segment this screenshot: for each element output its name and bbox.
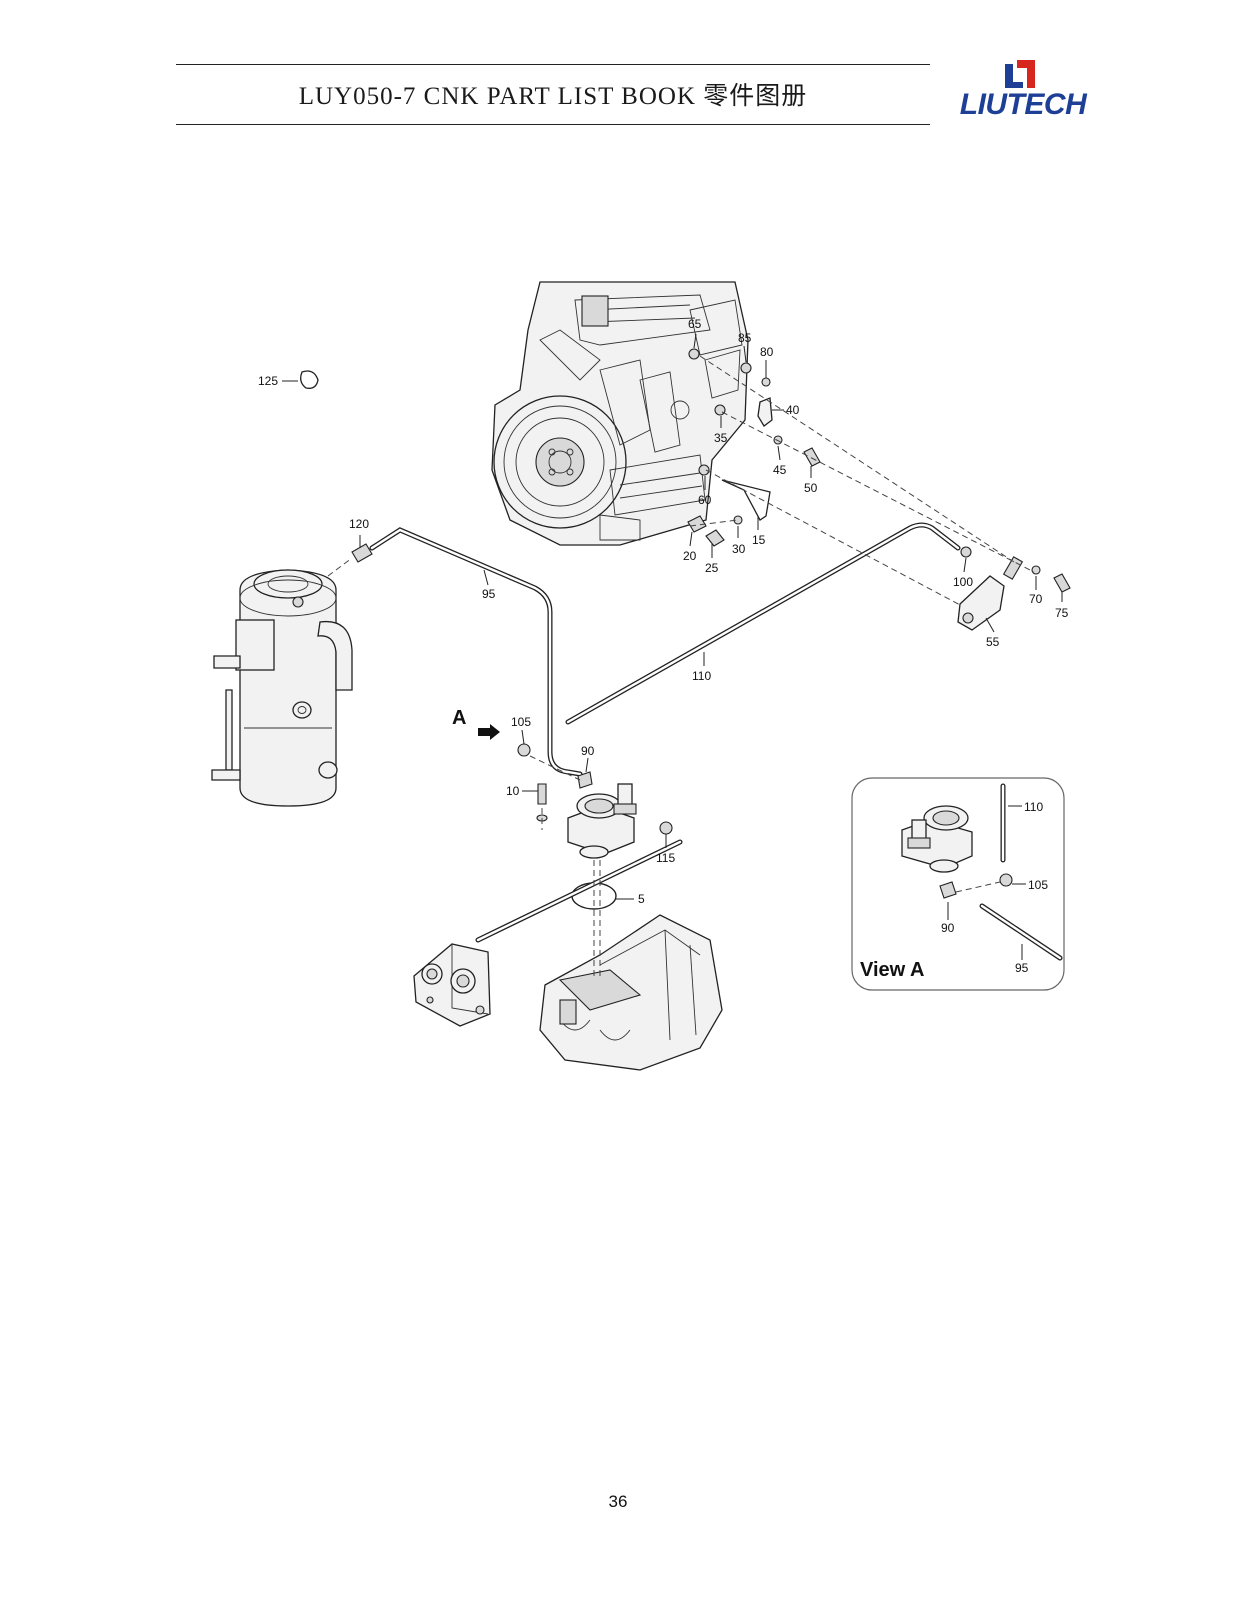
actuator-part — [957, 556, 1024, 631]
callout-55: 55 — [986, 635, 1000, 649]
logo-mark-icon — [1005, 60, 1035, 88]
callout-100: 100 — [953, 575, 973, 589]
callout-95: 95 — [482, 587, 496, 601]
callout-50: 50 — [804, 481, 818, 495]
callout-25: 25 — [705, 561, 719, 575]
callout-30: 30 — [732, 542, 746, 556]
callout-85: 85 — [738, 331, 752, 345]
callout-leader-lines — [282, 333, 1063, 900]
view-a-callout-95: 95 — [1015, 961, 1029, 975]
gauge-panel — [413, 943, 491, 1027]
header-top-rule — [176, 64, 930, 65]
logo-wordmark: LIUTECH — [959, 88, 1087, 121]
engine-illustration — [491, 281, 749, 546]
callout-115: 115 — [656, 851, 675, 865]
pipe-95 — [369, 527, 583, 777]
view-a-callout-110: 110 — [1024, 800, 1043, 814]
liutech-logo: LIUTECH — [948, 58, 1098, 128]
callout-35: 35 — [714, 431, 728, 445]
callout-60: 60 — [698, 493, 712, 507]
assembly-guide-lines — [327, 355, 1035, 980]
callout-20: 20 — [683, 549, 697, 563]
callout-10: 10 — [506, 784, 520, 798]
page-number: 36 — [608, 1492, 628, 1511]
header-bottom-rule — [176, 124, 930, 125]
view-a-callout-90: 90 — [941, 921, 955, 935]
callout-105: 105 — [511, 715, 531, 729]
callout-45: 45 — [773, 463, 787, 477]
callout-labels: 125 120 95 65 85 80 40 35 45 50 60 15 20… — [258, 317, 1069, 906]
callout-120: 120 — [349, 517, 369, 531]
callout-65: 65 — [688, 317, 702, 331]
page-title: LUY050-7 CNK PART LIST BOOK 零件图册 — [298, 83, 808, 110]
view-a-callout-105: 105 — [1028, 878, 1048, 892]
valve-body-assembly — [567, 783, 637, 859]
view-a-title: View A — [860, 959, 924, 981]
callout-5: 5 — [638, 892, 645, 906]
view-a-inset: 110 105 90 95 View A — [851, 777, 1065, 991]
callout-40: 40 — [786, 403, 800, 417]
callout-70: 70 — [1029, 592, 1043, 606]
callout-125: 125 — [258, 374, 278, 388]
view-arrow-letter: A — [452, 707, 466, 729]
callout-80: 80 — [760, 345, 774, 359]
callout-110: 110 — [692, 669, 711, 683]
pipe-110 — [565, 522, 961, 725]
compressor-air-end — [539, 914, 723, 1071]
callout-90: 90 — [581, 744, 595, 758]
pipe-to-gauge — [475, 839, 683, 943]
air-receiver-tank — [211, 569, 353, 807]
view-arrow-icon — [478, 724, 500, 740]
callout-75: 75 — [1055, 606, 1069, 620]
callout-15: 15 — [752, 533, 766, 547]
